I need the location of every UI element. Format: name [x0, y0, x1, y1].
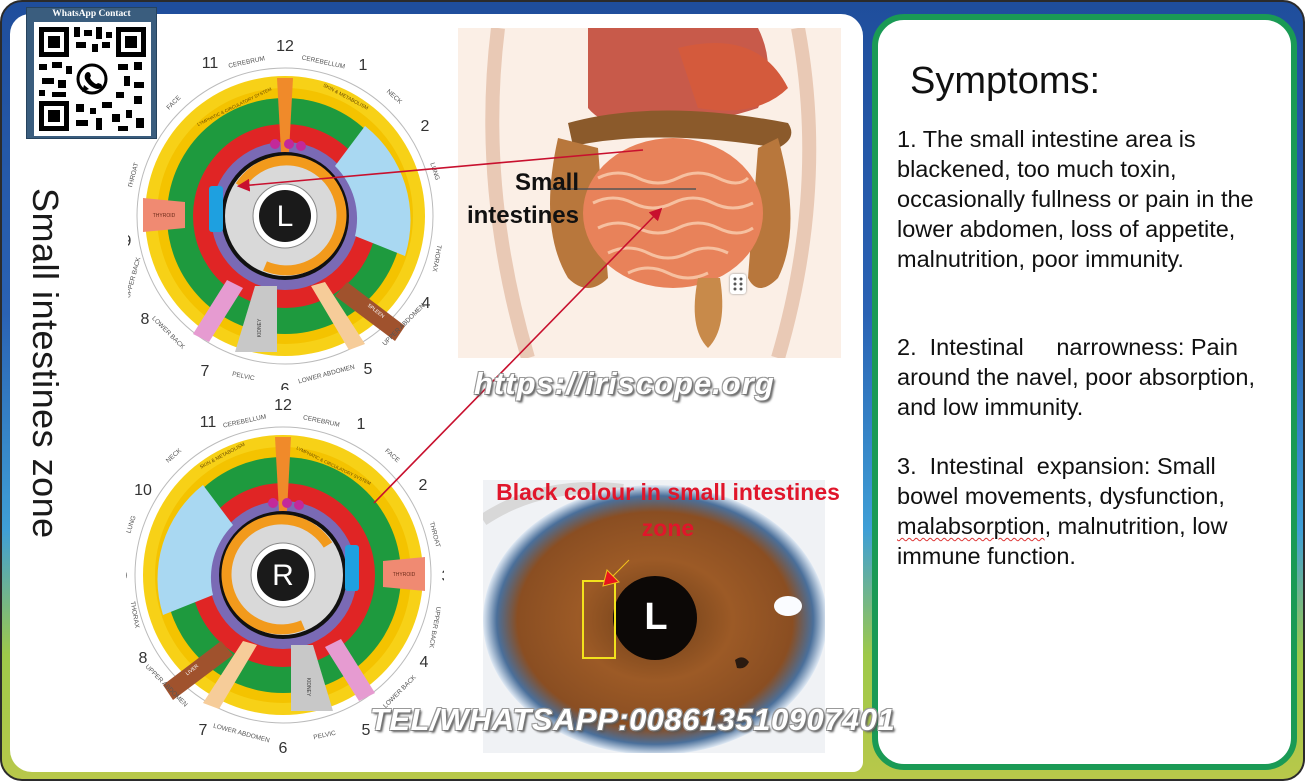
clock-8: 8	[141, 311, 150, 328]
drag-handle-icon[interactable]	[730, 274, 746, 294]
ring-label-thyroid: THYROID	[153, 213, 176, 219]
ring-label-thyroid: THYROID	[393, 572, 416, 578]
whatsapp-icon	[76, 63, 108, 95]
label-cerebellum: CEREBELLUM	[301, 55, 346, 71]
label-cerebrum: CEREBRUM	[228, 55, 266, 70]
whatsapp-qr-card[interactable]: WhatsApp Contact	[26, 7, 157, 139]
clock-2: 2	[421, 118, 430, 135]
ring-label-kidney: KIDNEY	[305, 678, 311, 697]
symptom-item-3: 3. Intestinal expansion: Small bowel mov…	[897, 453, 1234, 569]
label-upper-back: UPPER BACK	[128, 256, 143, 299]
eye-photo-letter: L	[644, 596, 668, 638]
clock-5: 5	[362, 722, 371, 739]
clock-3: 3	[442, 568, 444, 585]
zone-kidney	[235, 286, 277, 352]
zone-pancreas	[311, 282, 365, 350]
spellcheck-word: malabsorption	[897, 513, 1045, 539]
zone-kidney	[291, 645, 333, 711]
highlight-box	[582, 580, 616, 659]
label-face: FACE	[165, 94, 182, 111]
iris-chart-right: R 12 1 2 3 4 5 6 7 8 9 10 11 CEREBELLUM …	[126, 397, 444, 755]
clock-9: 9	[126, 568, 128, 585]
qr-code	[34, 22, 151, 136]
light-reflection	[774, 596, 802, 616]
transverse-colon	[568, 110, 792, 148]
clock-11: 11	[202, 55, 219, 72]
clock-7: 7	[201, 363, 210, 380]
small-intestines-label: Small intestines	[466, 169, 579, 229]
clock-7: 7	[199, 722, 208, 739]
eye-letter: L	[277, 200, 294, 233]
descending-colon	[748, 138, 791, 288]
clock-9: 9	[128, 233, 132, 250]
zone-brain	[275, 437, 291, 511]
clock-12: 12	[274, 397, 292, 414]
label-lower-abdomen: LOWER ABDOMEN	[212, 723, 270, 745]
label-upper-back: UPPER BACK	[427, 606, 441, 649]
label-lung: LUNG	[428, 162, 440, 181]
symptom-item-2-text: 2. Intestinal narrowness: Pain around th…	[897, 334, 1262, 420]
eye-letter: R	[272, 559, 294, 592]
label-thorax: THORAX	[431, 244, 443, 273]
symptoms-panel	[872, 14, 1297, 770]
watermark-phone: TEL/WHATSAPP:008613510907401	[370, 702, 896, 737]
zone-lung	[157, 485, 233, 615]
eye-photo-caption: Black colour in small intestines zone	[496, 479, 840, 541]
red-arrow-icon	[602, 559, 630, 587]
clock-1: 1	[359, 57, 368, 74]
clock-2: 2	[419, 477, 428, 494]
label-cerebellum: CEREBELLUM	[222, 414, 267, 430]
label-neck: NECK	[385, 88, 404, 106]
qr-code-graphic	[39, 27, 146, 131]
zone-thyroid	[143, 198, 185, 232]
symptom-item-1: 1. The small intestine area is blackened…	[897, 126, 1254, 272]
clock-6: 6	[279, 740, 288, 755]
label-throat: THROAT	[428, 521, 442, 548]
clock-12: 12	[276, 38, 294, 55]
label-neck: NECK	[165, 447, 184, 465]
symptoms-title: Symptoms:	[910, 60, 1101, 102]
clock-4: 4	[420, 654, 429, 671]
iris-chart-left: L 12 1 2 3 4 5 6 7 8 9 11 CEREBRUM CEREB…	[128, 38, 444, 390]
label-cerebrum: CEREBRUM	[302, 414, 340, 429]
zone-bladder	[193, 280, 243, 342]
label-throat: THROAT	[128, 162, 140, 189]
label-lower-abdomen: LOWER ABDOMEN	[298, 364, 356, 386]
label-pelvic: PELVIC	[232, 371, 256, 383]
clock-11: 11	[200, 414, 217, 431]
qr-title: WhatsApp Contact	[52, 9, 131, 19]
zone-thyroid	[383, 557, 425, 591]
clock-6: 6	[281, 381, 290, 390]
pupil	[257, 549, 309, 601]
label-face: FACE	[383, 448, 401, 465]
zone-liver	[163, 641, 233, 700]
zone-bronchi	[209, 186, 223, 232]
clock-10: 10	[134, 482, 152, 499]
zone-brain	[277, 78, 293, 152]
pupil	[259, 190, 311, 242]
symptom-item-2: 2. Intestinal narrowness: Pain around th…	[897, 332, 1277, 422]
label-pelvic: PELVIC	[313, 730, 337, 742]
intestine-ring	[221, 514, 333, 635]
zone-bladder	[325, 639, 375, 701]
iris-photo	[483, 480, 825, 753]
label-lung: LUNG	[126, 515, 138, 534]
pupil	[613, 576, 697, 660]
rectum	[694, 278, 723, 348]
zone-bronchi	[345, 545, 359, 591]
label-thorax: THORAX	[129, 601, 141, 630]
small-intestine	[583, 138, 763, 288]
ring-label-kidney: KIDNEY	[257, 318, 263, 337]
zone-title: Small intestines zone	[25, 188, 66, 539]
clock-8: 8	[139, 650, 148, 667]
zone-gallbladder	[203, 641, 257, 709]
clock-5: 5	[364, 361, 373, 378]
watermark-url: https://iriscope.org	[474, 366, 775, 401]
clock-1: 1	[357, 416, 366, 433]
